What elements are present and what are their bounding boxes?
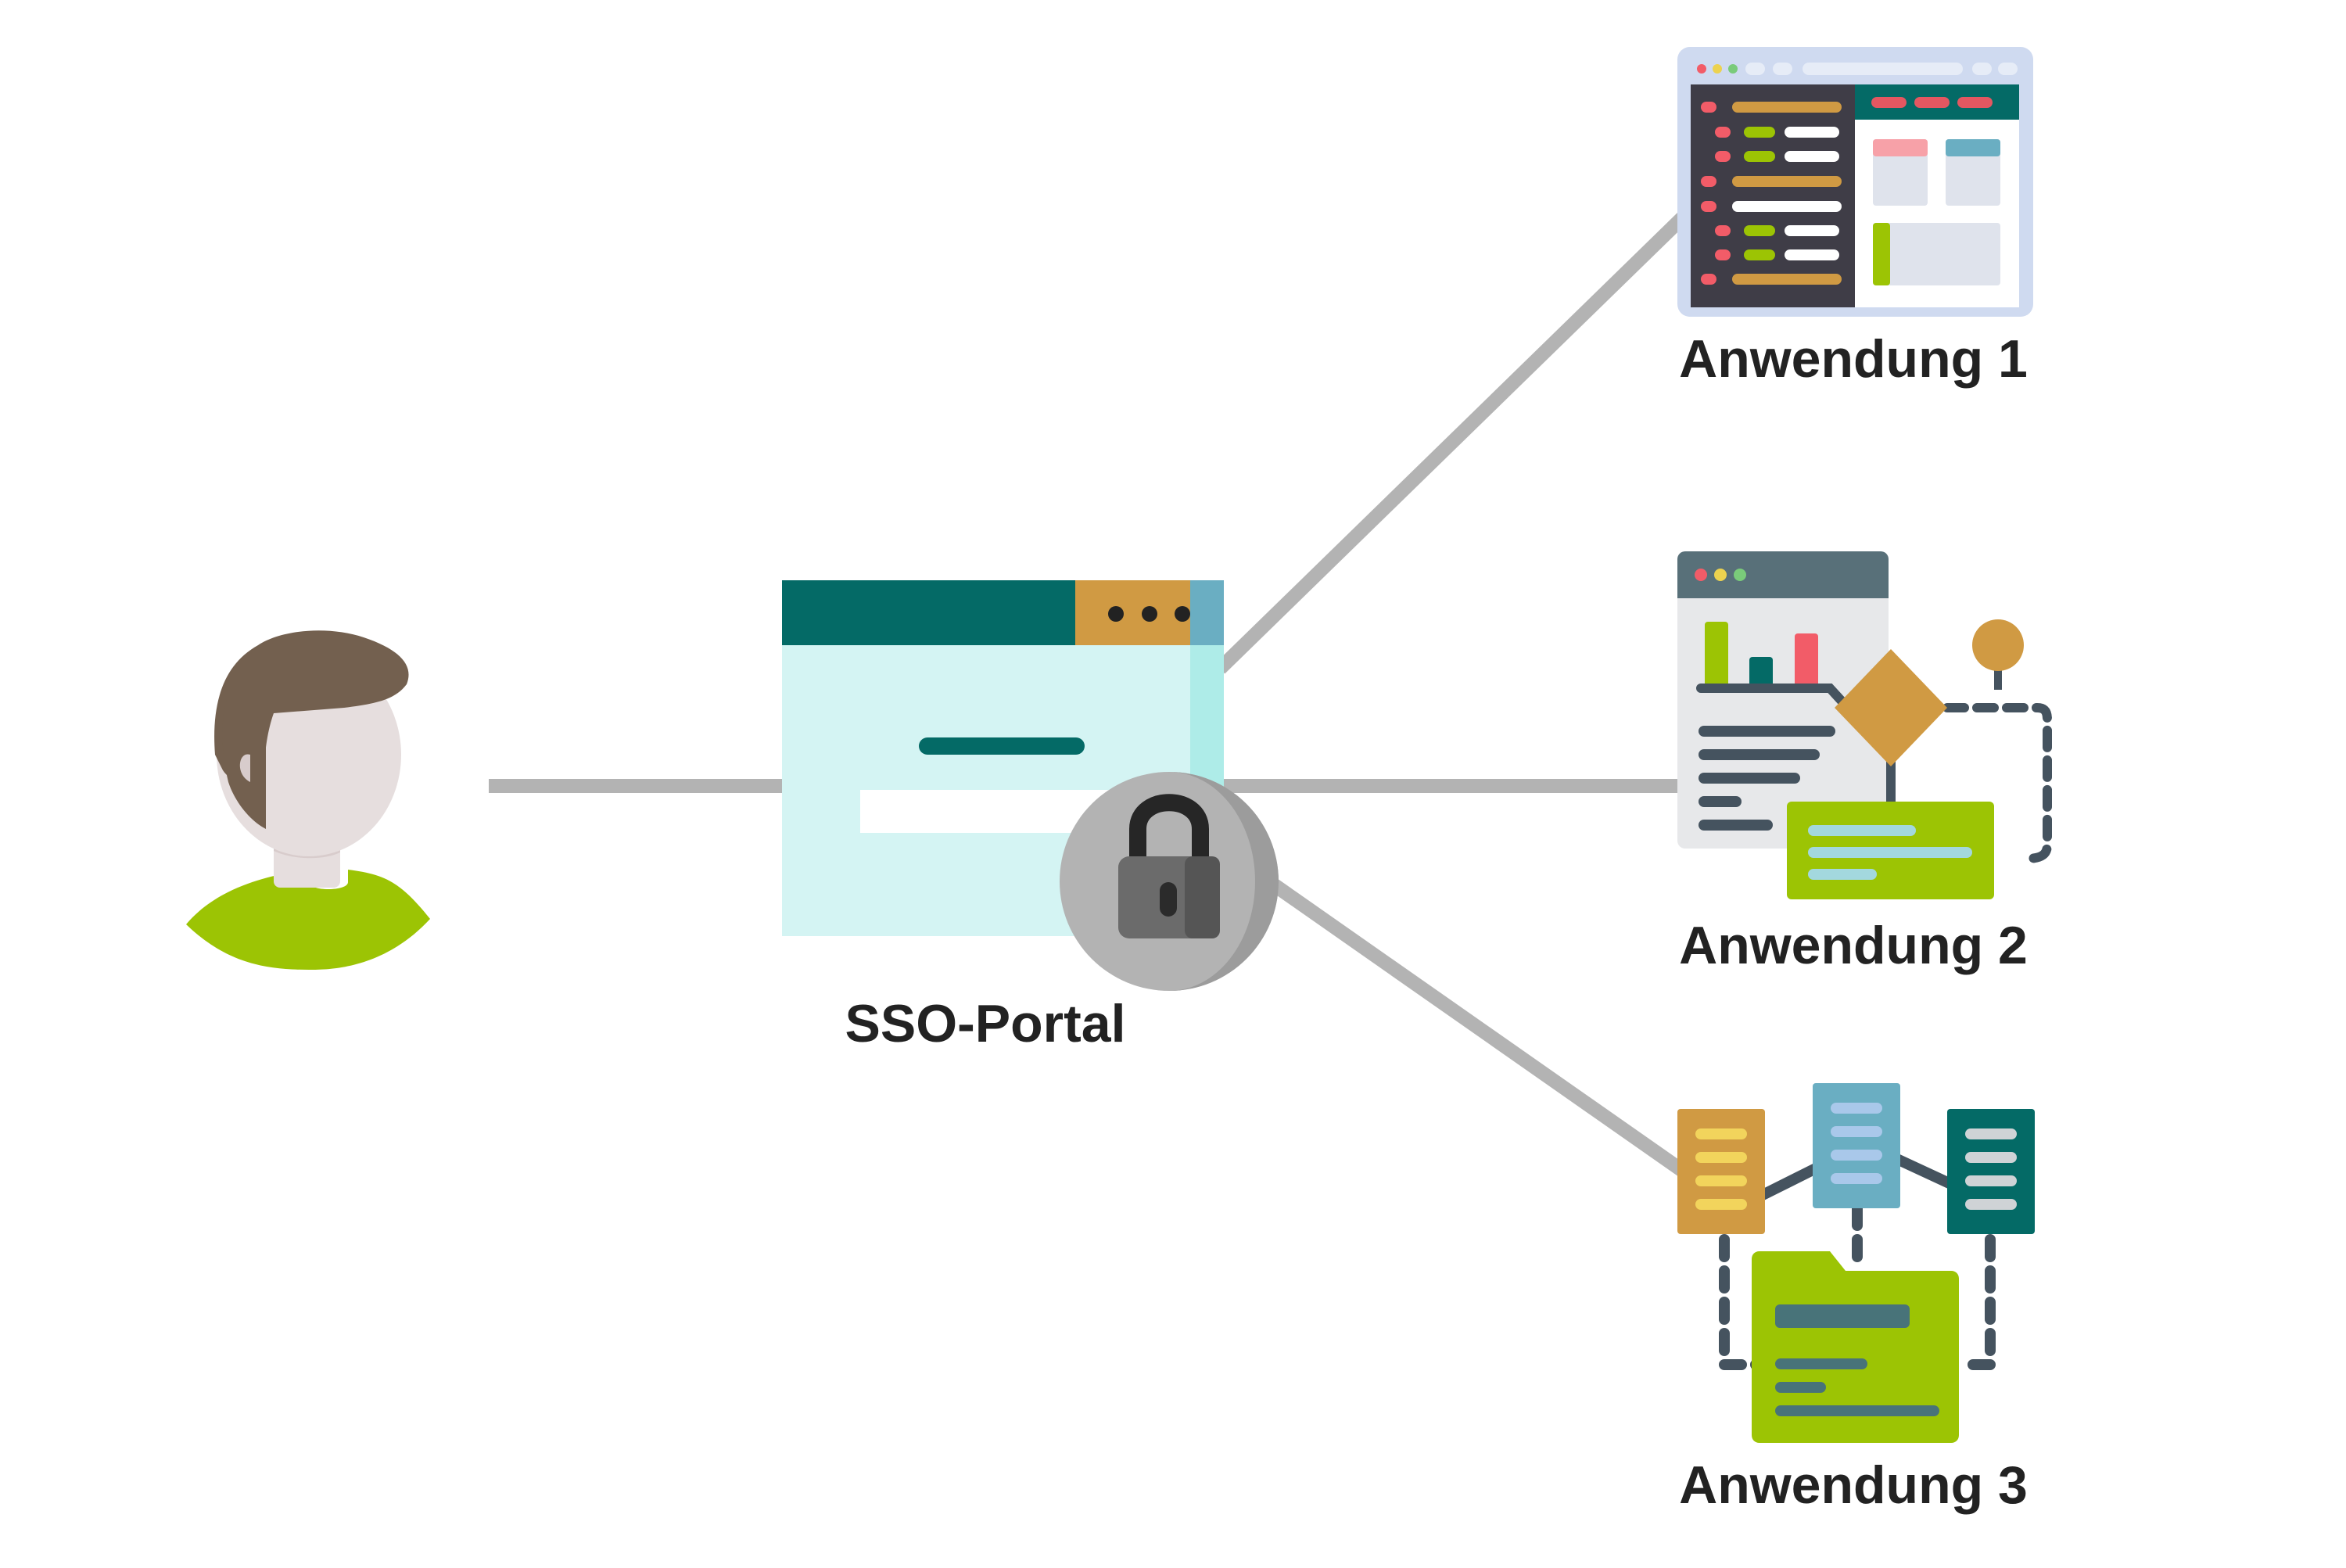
- code-lines: [1701, 102, 1842, 285]
- application-2-label: Anwendung 2: [1679, 916, 2028, 975]
- connectors: [489, 206, 1702, 1187]
- portal-label: SSO-Portal: [845, 994, 1126, 1053]
- code-editor-window-icon: [1677, 47, 2033, 317]
- padlock-icon: [1060, 772, 1279, 991]
- report-flowchart-icon: [1677, 551, 2052, 899]
- server-network-folder-icon: [1677, 1083, 2035, 1443]
- application-1-label: Anwendung 1: [1679, 329, 2028, 389]
- user-avatar-icon: [186, 630, 430, 970]
- connector-portal-app3: [1262, 874, 1702, 1187]
- connector-portal-app1: [1214, 206, 1695, 674]
- application-3-label: Anwendung 3: [1679, 1455, 2028, 1515]
